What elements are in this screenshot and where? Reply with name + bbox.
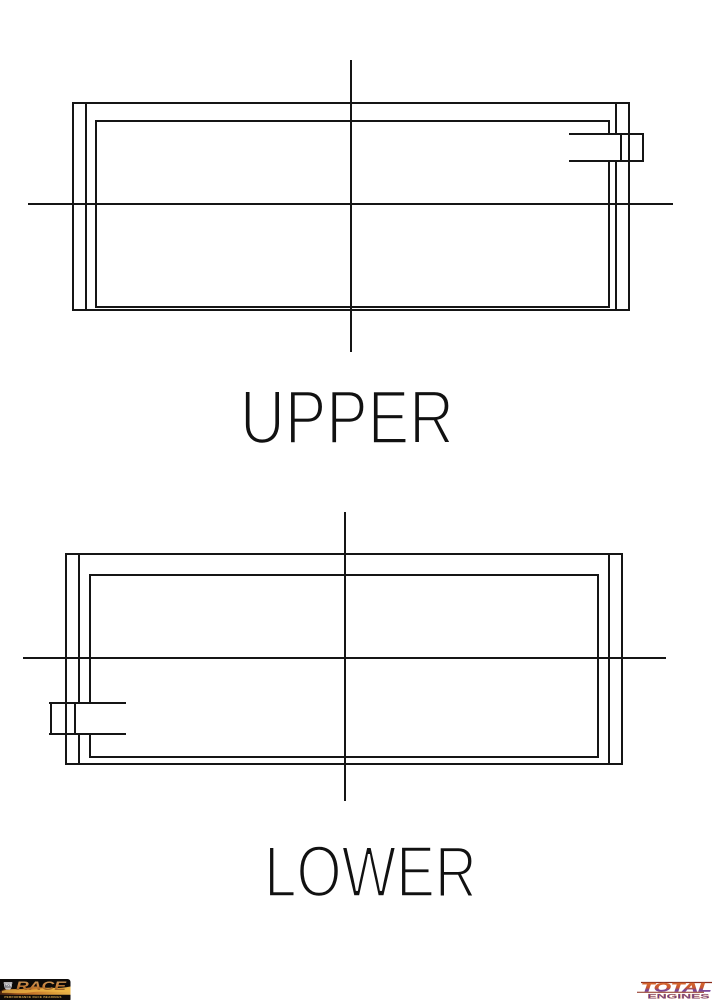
svg-text:LOWER: LOWER (264, 831, 477, 912)
svg-text:RACE: RACE (16, 979, 67, 993)
svg-text:PERFORMANCE RACE BEARINGS: PERFORMANCE RACE BEARINGS (4, 995, 61, 999)
svg-text:ENGINES: ENGINES (648, 993, 711, 1000)
svg-text:UPPER: UPPER (240, 375, 454, 460)
svg-text:TOTAL: TOTAL (641, 983, 712, 995)
svg-text:ACL: ACL (5, 984, 12, 988)
